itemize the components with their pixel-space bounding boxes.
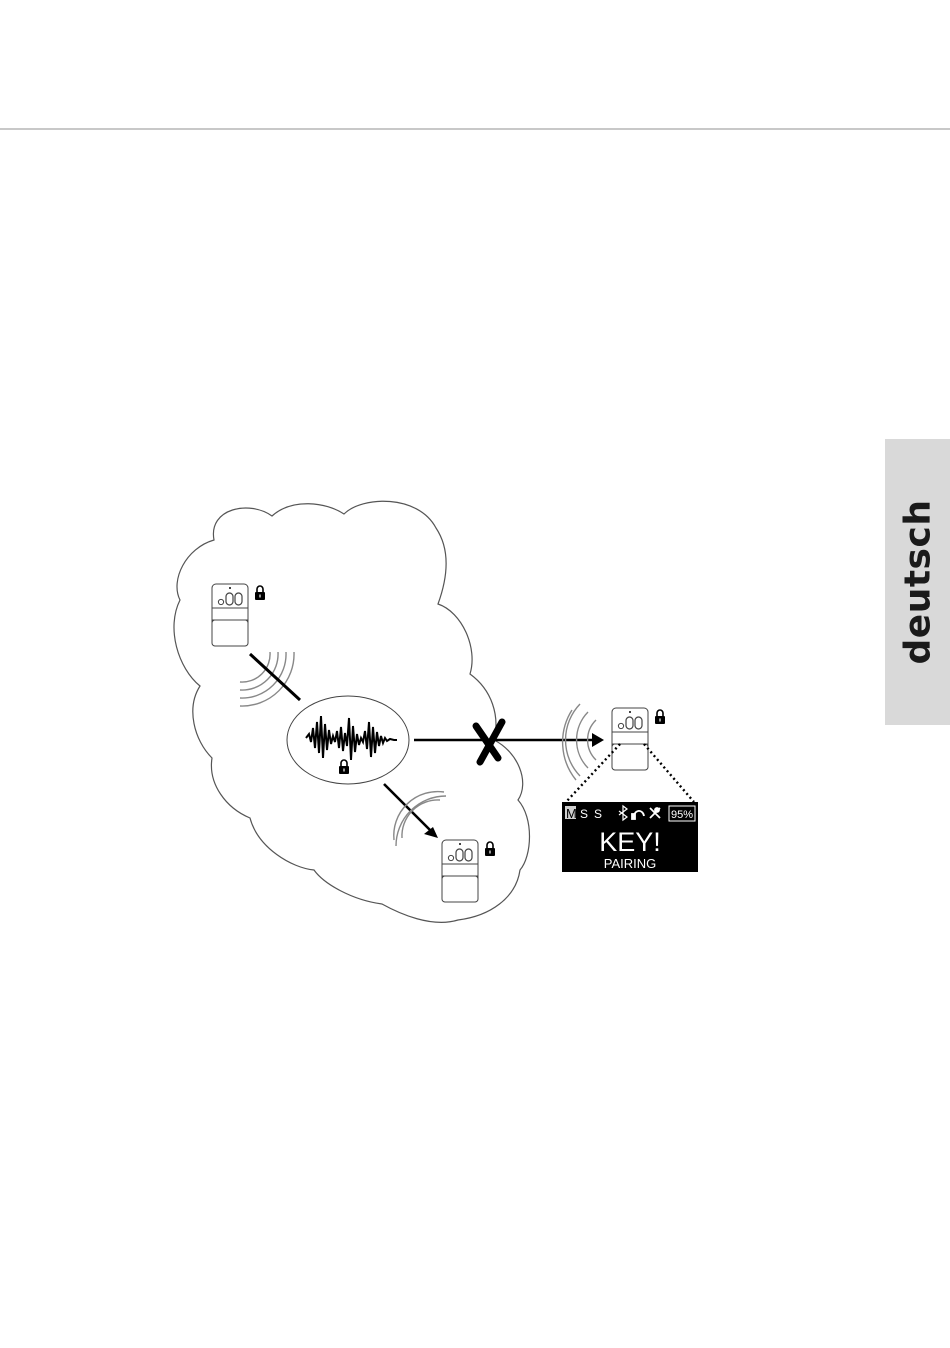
mode-letter-1: M	[566, 806, 577, 821]
battery-level: 95%	[671, 809, 693, 821]
mode-letter-2: S	[580, 807, 588, 821]
arrow-head	[592, 733, 604, 747]
beltpack-transmitter	[212, 584, 248, 646]
receiver-display: M S S 95% KEY! PAIRING	[562, 802, 698, 872]
display-sub-text: PAIRING	[604, 856, 657, 871]
radio-waves-unpaired-receiver	[563, 704, 596, 780]
lock-icon	[655, 710, 665, 724]
beltpack-paired-receiver	[442, 840, 478, 902]
display-main-text: KEY!	[599, 827, 661, 857]
beltpack-unpaired-receiver	[612, 708, 648, 770]
mode-letter-3: S	[594, 807, 602, 821]
zoom-line-right	[644, 744, 694, 802]
zoom-line-left	[566, 744, 620, 802]
